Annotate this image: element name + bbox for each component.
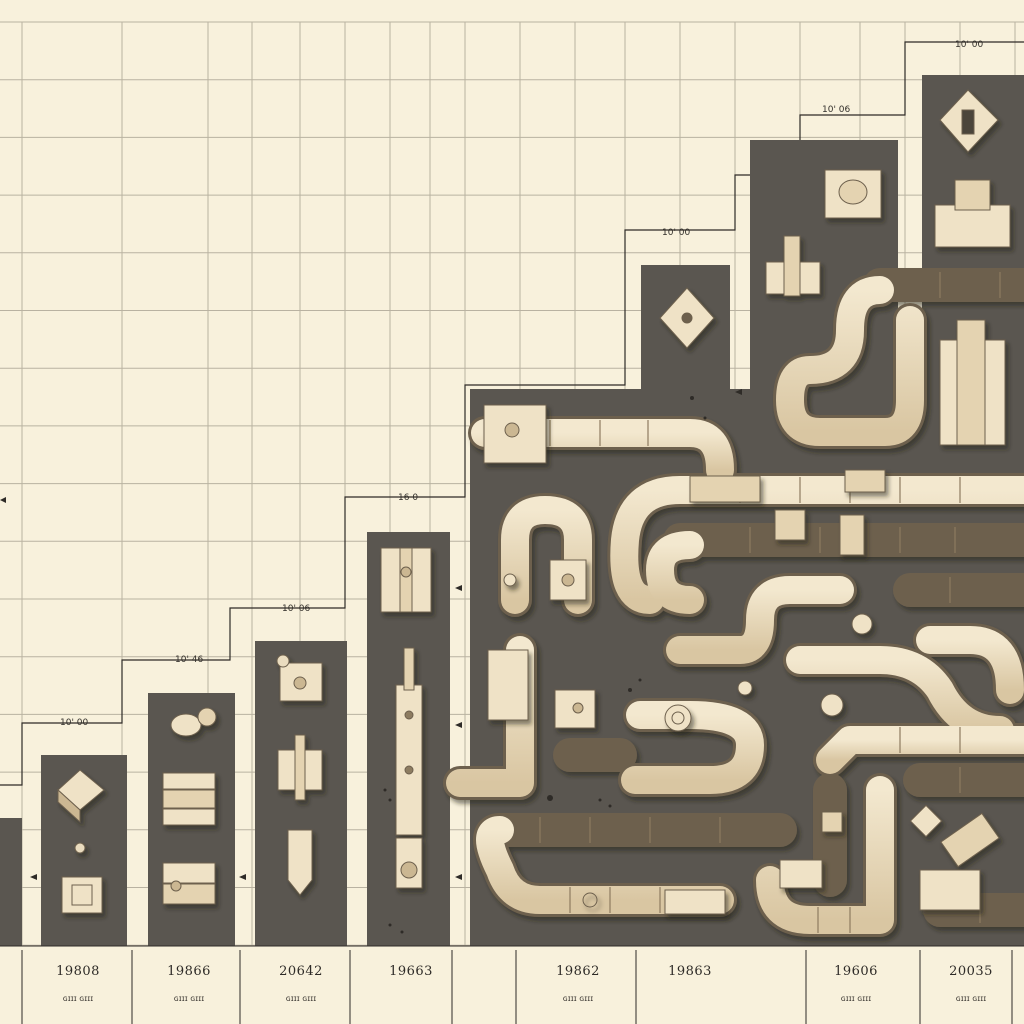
year-caption: ɢɪɪɪ ɢɪɪɪ — [841, 994, 871, 1003]
stacked-blocks-icon — [162, 862, 216, 884]
bead-icon — [664, 704, 692, 732]
year-label: 19863 — [668, 964, 712, 979]
step-label: 10' 00 — [955, 40, 984, 50]
step-label: 16 0 — [398, 493, 418, 503]
cube-block-icon — [821, 811, 843, 833]
stacked-blocks-icon — [162, 772, 216, 790]
year-label: 19808 — [56, 964, 100, 979]
year-label: 19663 — [389, 964, 433, 979]
year-label: 20035 — [949, 964, 993, 979]
track-joints — [539, 272, 1001, 933]
arrow-icon — [455, 874, 462, 880]
arrow-icon — [30, 874, 37, 880]
rail-track-icon — [287, 829, 313, 896]
panel-0 — [0, 818, 22, 946]
step-labels: 10' 00 10' 46 10' 06 16 0 10' 00 10' 06 … — [60, 40, 984, 728]
arrow-icon — [455, 722, 462, 728]
bead-icon — [74, 842, 86, 854]
step-label: 10' 06 — [822, 105, 851, 115]
step-label: 10' 46 — [175, 655, 204, 665]
step-label: 10' 06 — [282, 604, 311, 614]
year-label: 19866 — [167, 964, 211, 979]
bead-icon — [820, 693, 844, 717]
year-caption: ɢɪɪɪ ɢɪɪɪ — [563, 994, 593, 1003]
year-caption: ɢɪɪɪ ɢɪɪɪ — [956, 994, 986, 1003]
bead-icon — [197, 707, 217, 727]
bead-icon — [503, 573, 517, 587]
year-caption: ɢɪɪɪ ɢɪɪɪ — [174, 994, 204, 1003]
arrow-markers — [0, 389, 742, 880]
arrow-icon — [735, 389, 742, 395]
arrow-icon — [0, 497, 6, 503]
step-label: 10' 00 — [662, 228, 691, 238]
scatter-marks — [383, 396, 707, 934]
arrow-icon — [455, 585, 462, 591]
stacked-blocks-icon — [934, 204, 1011, 248]
year-caption: ɢɪɪɪ ɢɪɪɪ — [63, 994, 93, 1003]
stacked-blocks-icon — [487, 649, 529, 721]
rail-track-icon — [395, 684, 423, 836]
year-label: 19606 — [834, 964, 878, 979]
cube-block-icon — [61, 876, 103, 914]
bead-icon — [170, 713, 202, 737]
bead-icon — [851, 613, 873, 635]
wooden-pieces — [57, 89, 1011, 914]
year-row: 19808 ɢɪɪɪ ɢɪɪɪ 19866 ɢɪɪɪ ɢɪɪɪ 20642 ɢɪɪɪ ɢɪ… — [0, 945, 1024, 1024]
year-caption: ɢɪɪɪ ɢɪɪɪ — [286, 994, 316, 1003]
year-label: 19862 — [556, 964, 600, 979]
staircase-outline — [0, 41, 1024, 786]
step-label: 10' 00 — [60, 718, 89, 728]
year-label: 20642 — [279, 964, 323, 979]
track-gadgets — [483, 404, 1000, 915]
bead-icon — [737, 680, 753, 696]
stacked-blocks-icon — [919, 869, 981, 911]
arrow-icon — [239, 874, 246, 880]
bead-icon — [276, 654, 290, 668]
cube-block-icon — [909, 804, 943, 838]
